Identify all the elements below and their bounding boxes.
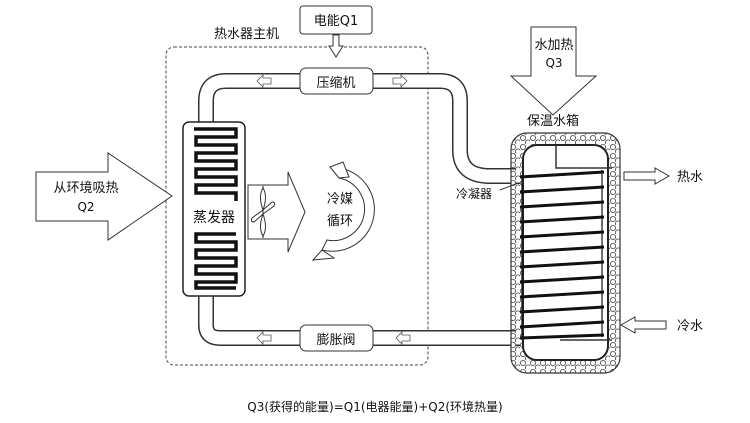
ambient-heat-arrow	[35, 152, 173, 241]
expansion-valve-box	[299, 324, 374, 352]
hot-water-pipe	[555, 145, 612, 169]
compressor-box	[299, 67, 374, 95]
electric-energy-arrow-icon	[328, 34, 344, 58]
flow-arrow-icon	[256, 74, 411, 345]
evaporator-coil	[194, 127, 238, 290]
refrigerant-label-2: 循环	[327, 214, 353, 229]
main-unit-label: 热水器主机	[214, 27, 279, 42]
energy-formula: Q3(获得的能量)=Q1(电器能量)+Q2(环境热量)	[247, 399, 502, 414]
electric-energy-label: 电能Q1	[314, 14, 359, 29]
main-unit-boundary	[165, 46, 429, 366]
fan-icon	[250, 186, 276, 238]
condenser-coil	[519, 170, 605, 340]
wind-arrow-icon	[247, 171, 306, 253]
electric-energy-box	[299, 5, 373, 35]
expansion-valve-label: 膨胀阀	[316, 333, 355, 348]
condenser-label: 冷凝器	[456, 186, 492, 201]
water-heat-arrow	[509, 26, 598, 116]
insulated-tank-label: 保温水箱	[527, 113, 579, 129]
condenser-pointer	[499, 182, 519, 191]
cycle-arrow-icon	[311, 167, 375, 261]
water-heat-label-1: 水加热	[534, 38, 573, 53]
ambient-label-1: 从环境吸热	[53, 181, 118, 196]
hot-water-label: 热水	[677, 170, 703, 185]
evaporator-label: 蒸发器	[193, 210, 235, 226]
compressor-label: 压缩机	[316, 75, 355, 91]
cold-water-arrow	[619, 316, 667, 334]
refrigerant-label-1: 冷媒	[327, 192, 353, 207]
cold-water-label: 冷水	[677, 319, 703, 334]
ambient-label-2: Q2	[77, 200, 94, 214]
hot-water-arrow	[623, 167, 671, 185]
water-heat-label-2: Q3	[545, 56, 562, 70]
